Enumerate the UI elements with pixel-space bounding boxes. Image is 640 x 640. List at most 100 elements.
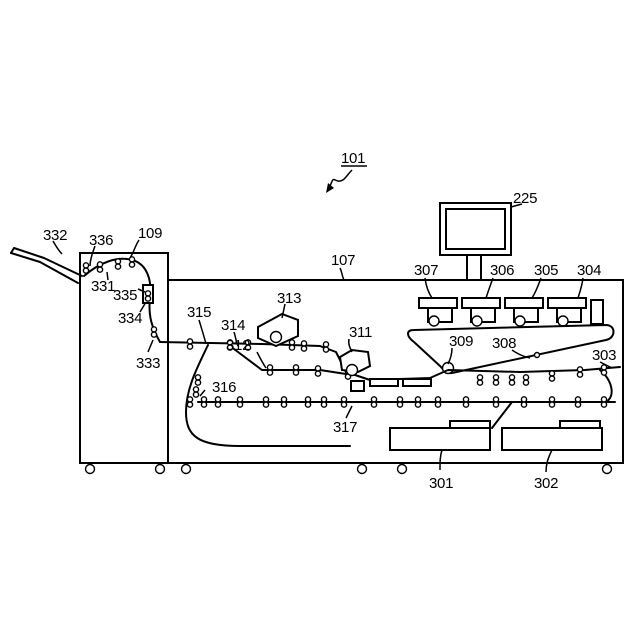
registration-guide-1: [370, 379, 398, 386]
system-arrow: [330, 170, 352, 186]
path-roller-28-1: [371, 402, 376, 407]
label-312: 312: [226, 337, 250, 354]
path-roller-0-0: [187, 339, 192, 344]
finisher-roller-1-0: [97, 262, 102, 267]
path-roller-24-0: [281, 397, 286, 402]
path-roller-21-1: [215, 402, 220, 407]
path-roller-35-1: [549, 402, 554, 407]
path-roller-36-1: [575, 402, 580, 407]
label-317: 317: [333, 419, 357, 436]
path-roller-18-0: [193, 387, 198, 392]
leader-107: [340, 268, 344, 280]
path-roller-34-0: [521, 397, 526, 402]
path-roller-25-1: [305, 402, 310, 407]
path-roller-10-0: [477, 375, 482, 380]
station-304-cartridge: [548, 298, 586, 308]
path-roller-11-0: [493, 375, 498, 380]
path-roller-37-1: [601, 402, 606, 407]
path-roller-31-1: [435, 402, 440, 407]
printer-foot-3: [398, 465, 407, 474]
path-roller-15-1: [577, 372, 582, 377]
printer-foot-2: [358, 465, 367, 474]
path-roller-28-0: [371, 397, 376, 402]
path-roller-32-0: [463, 397, 468, 402]
label-101: 101: [341, 150, 365, 167]
output-tray-lower: [11, 248, 82, 276]
label-313: 313: [277, 290, 301, 307]
finisher-roller-5-0: [151, 327, 156, 332]
label-303: 303: [592, 347, 616, 364]
path-roller-5-1: [323, 347, 328, 352]
path-roller-22-0: [237, 397, 242, 402]
station-307-cartridge: [419, 298, 457, 308]
path-roller-33-0: [493, 397, 498, 402]
path-roller-7-0: [293, 365, 298, 370]
tray-301: [390, 428, 490, 450]
fuser-311-roller: [347, 365, 358, 376]
label-107: 107: [331, 252, 355, 269]
label-304: 304: [577, 262, 601, 279]
station-305-cartridge: [505, 298, 543, 308]
path-roller-33-1: [493, 402, 498, 407]
path-roller-17-1: [195, 380, 200, 385]
label-335: 335: [113, 287, 137, 304]
path-roller-22-1: [237, 402, 242, 407]
path-roller-4-0: [301, 341, 306, 346]
finisher-roller-2-0: [115, 259, 120, 264]
finisher-roller-2-1: [115, 264, 120, 269]
operation-panel: 225: [440, 190, 537, 280]
finisher-foot-left: [86, 465, 95, 474]
path-roller-23-1: [263, 402, 268, 407]
label-305: 305: [534, 262, 558, 279]
path-roller-6-0: [267, 365, 272, 370]
path-roller-37-0: [601, 397, 606, 402]
path-roller-19-0: [187, 397, 192, 402]
label-334: 334: [118, 310, 142, 327]
path-roller-32-1: [463, 402, 468, 407]
panel-stand: [467, 255, 481, 280]
panel-screen: [446, 209, 505, 249]
path-roller-14-1: [549, 376, 554, 381]
path-roller-13-0: [523, 375, 528, 380]
label-316: 316: [212, 379, 236, 396]
station-306-cartridge: [462, 298, 500, 308]
station-304-drum: [558, 316, 568, 326]
path-roller-35-0: [549, 397, 554, 402]
path-roller-16-1: [601, 370, 606, 375]
label-109: 109: [138, 225, 162, 242]
path-roller-21-0: [215, 397, 220, 402]
path-roller-27-1: [341, 402, 346, 407]
fuser-313-roller: [271, 332, 282, 343]
label-309: 309: [449, 333, 473, 350]
label-336: 336: [89, 232, 113, 249]
station-307-drum: [429, 316, 439, 326]
path-roller-11-1: [493, 380, 498, 385]
path-roller-0-1: [187, 344, 192, 349]
path-roller-24-1: [281, 402, 286, 407]
label-333: 333: [136, 355, 160, 372]
path-roller-30-1: [415, 402, 420, 407]
path-roller-3-1: [289, 345, 294, 350]
label-332: 332: [43, 227, 67, 244]
path-roller-10-1: [477, 380, 482, 385]
path-roller-27-0: [341, 397, 346, 402]
label-302: 302: [534, 475, 558, 492]
path-roller-5-0: [323, 342, 328, 347]
path-roller-8-0: [315, 366, 320, 371]
path-roller-20-1: [201, 402, 206, 407]
path-roller-29-1: [397, 402, 402, 407]
path-roller-36-0: [575, 397, 580, 402]
path-roller-7-1: [293, 370, 298, 375]
label-307: 307: [414, 262, 438, 279]
tray-302: [502, 428, 602, 450]
path-roller-29-0: [397, 397, 402, 402]
path-roller-12-0: [509, 375, 514, 380]
path-roller-25-0: [305, 397, 310, 402]
path-roller-15-0: [577, 367, 582, 372]
path-roller-14-0: [549, 371, 554, 376]
path-roller-6-1: [267, 370, 272, 375]
belt-tension-roller: [535, 353, 540, 358]
path-roller-12-1: [509, 380, 514, 385]
finisher-roller-5-1: [151, 332, 156, 337]
label-225: 225: [513, 190, 537, 207]
